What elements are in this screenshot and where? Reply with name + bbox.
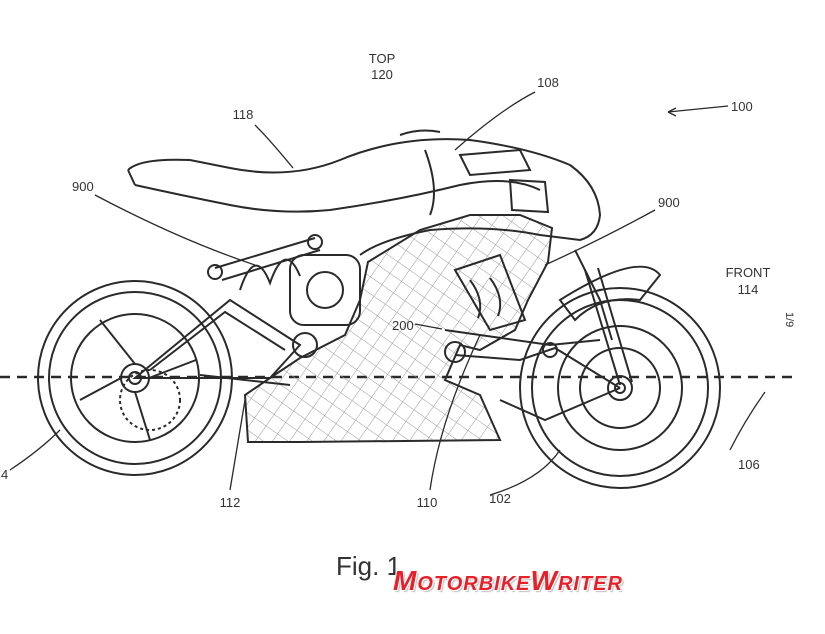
top-label: TOP bbox=[368, 51, 396, 66]
ref-900-left: 900 bbox=[72, 179, 94, 194]
ref-112: 112 bbox=[219, 495, 241, 510]
leader-lines bbox=[9, 91, 766, 496]
sheet-number: 1/9 bbox=[783, 312, 795, 328]
watermark-logo: MotorbikeWriter bbox=[393, 565, 623, 596]
ref-102: 102 bbox=[489, 491, 511, 506]
motor bbox=[289, 254, 361, 358]
ref-110: 110 bbox=[416, 495, 438, 510]
front-wheel-102 bbox=[519, 265, 721, 489]
ref-106: 106 bbox=[738, 457, 760, 472]
swingarm-112 bbox=[132, 298, 302, 386]
ref-200: 200 bbox=[392, 318, 414, 333]
ref-118: 118 bbox=[232, 107, 254, 122]
figure-caption: Fig. 1 bbox=[336, 551, 402, 581]
ref-900-right: 900 bbox=[658, 195, 680, 210]
ref-108: 108 bbox=[537, 75, 559, 90]
front-label: FRONT bbox=[725, 265, 771, 280]
rear-shock-900 bbox=[207, 234, 323, 291]
top-ref: 120 bbox=[371, 67, 393, 82]
ref-104-partial: 4 bbox=[1, 467, 9, 482]
battery-pack-200 bbox=[243, 214, 554, 443]
front-ref: 114 bbox=[737, 282, 759, 297]
ref-100: 100 bbox=[731, 99, 753, 114]
bodywork-118 bbox=[127, 129, 602, 256]
front-fork bbox=[574, 249, 633, 386]
